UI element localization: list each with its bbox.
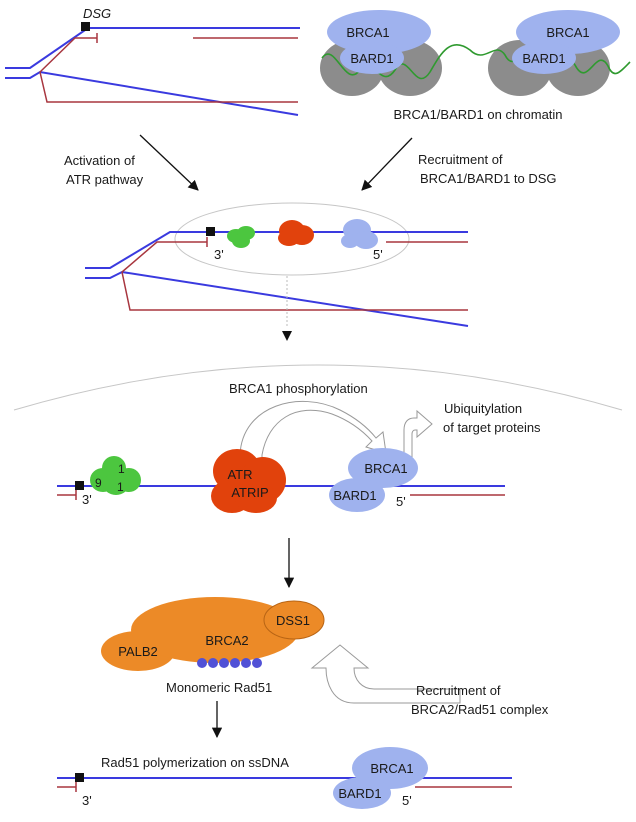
clamp-1a: 1: [118, 462, 125, 476]
arrow: [361, 137, 413, 191]
dna-strand: [5, 27, 300, 69]
atr-atrip-small: [278, 220, 314, 246]
end-3-label: 3': [82, 793, 92, 808]
atrip-label: ATRIP: [231, 485, 268, 500]
phospho-arrow: [239, 400, 387, 469]
end-5-label: 5': [373, 247, 383, 262]
dss1-blob: [263, 600, 325, 640]
brca1-label: BRCA1: [364, 461, 407, 476]
dna-strand: [5, 70, 299, 116]
brca2-blob: [131, 597, 299, 663]
bard1-label: BARD1: [333, 488, 376, 503]
bard1-label: BARD1: [522, 51, 565, 66]
lesion-marker: [75, 773, 84, 782]
dsg-label: DSG: [83, 6, 111, 21]
fork-middle: 3' 5': [85, 202, 469, 341]
end-5-label: 5': [402, 793, 412, 808]
brca1-label: BRCA1: [346, 25, 389, 40]
fork-bottom: Rad51 polymerization on ssDNA 3' BRCA1 B…: [57, 747, 512, 809]
atr-atrip: [211, 449, 286, 513]
brca1-label: BRCA1: [546, 25, 589, 40]
brca1-bard1: [329, 448, 418, 512]
palb2-label: PALB2: [118, 644, 158, 659]
clamp-9: 9: [95, 476, 102, 490]
lesion-marker: [81, 22, 90, 31]
dna-strand: [85, 270, 469, 327]
primer-strand: [39, 37, 97, 73]
recruit-label-1: Recruitment of: [416, 683, 501, 698]
ubiq-label-2: of target proteins: [443, 420, 541, 435]
clamp-1b: 1: [117, 480, 124, 494]
fork-top-left: DSG: [5, 6, 300, 116]
end-3-label: 3': [82, 492, 92, 507]
clamp-911-small: [227, 226, 255, 248]
lesion-marker: [206, 227, 215, 236]
arrow-label-right-2: BRCA1/BARD1 to DSG: [420, 171, 557, 186]
chromatin-caption: BRCA1/BARD1 on chromatin: [393, 107, 562, 122]
polymer-label: Rad51 polymerization on ssDNA: [101, 755, 289, 770]
arrow-label-right-1: Recruitment of: [418, 152, 503, 167]
zoom-arc: [13, 364, 623, 411]
nascent-strand: [39, 71, 298, 103]
zoom-panel: BRCA1 phosphorylation Ubiquitylation of …: [13, 364, 623, 513]
bard1-label: BARD1: [338, 786, 381, 801]
brca1-label: BRCA1: [370, 761, 413, 776]
rad51-monomers: [197, 658, 262, 668]
end-3-label: 3': [214, 247, 224, 262]
dna-strand: [85, 231, 468, 269]
arrow: [139, 134, 199, 191]
bard1-blob: [512, 42, 576, 74]
brca2-complex: BRCA2 DSS1 PALB2 Monomeric Rad51: [101, 597, 325, 695]
phospho-label: BRCA1 phosphorylation: [229, 381, 368, 396]
nascent-strand: [121, 271, 468, 311]
lesion-marker: [75, 481, 84, 490]
bard1-label: BARD1: [350, 51, 393, 66]
brca1-blob: [327, 10, 431, 54]
monomeric-label: Monomeric Rad51: [166, 680, 272, 695]
brca1-bard1-small: [341, 219, 378, 249]
chromatin-group: BRCA1 BARD1 BRCA1 BARD1 BRCA1/BARD1 on c…: [320, 10, 631, 122]
end-5-label: 5': [396, 494, 406, 509]
bard1-blob: [333, 777, 391, 809]
atr-label: ATR: [227, 467, 252, 482]
arrow-label-left-1: Activation of: [64, 153, 135, 168]
bard1-blob: [340, 42, 404, 74]
brca2-label: BRCA2: [205, 633, 248, 648]
converging-arrows: Activation of ATR pathway Recruitment of…: [64, 134, 557, 191]
dss1-label: DSS1: [276, 613, 310, 628]
zoom-ellipse: [174, 202, 410, 276]
recruit-arrow: [310, 644, 461, 704]
ubiq-label-1: Ubiquitylation: [444, 401, 522, 416]
arrow-label-left-2: ATR pathway: [66, 172, 144, 187]
arrow: [282, 331, 292, 341]
clamp-911: [90, 456, 141, 495]
ubiq-arrow: [403, 409, 433, 463]
recruit-label-2: BRCA2/Rad51 complex: [411, 702, 549, 717]
primer-strand: [121, 241, 207, 273]
